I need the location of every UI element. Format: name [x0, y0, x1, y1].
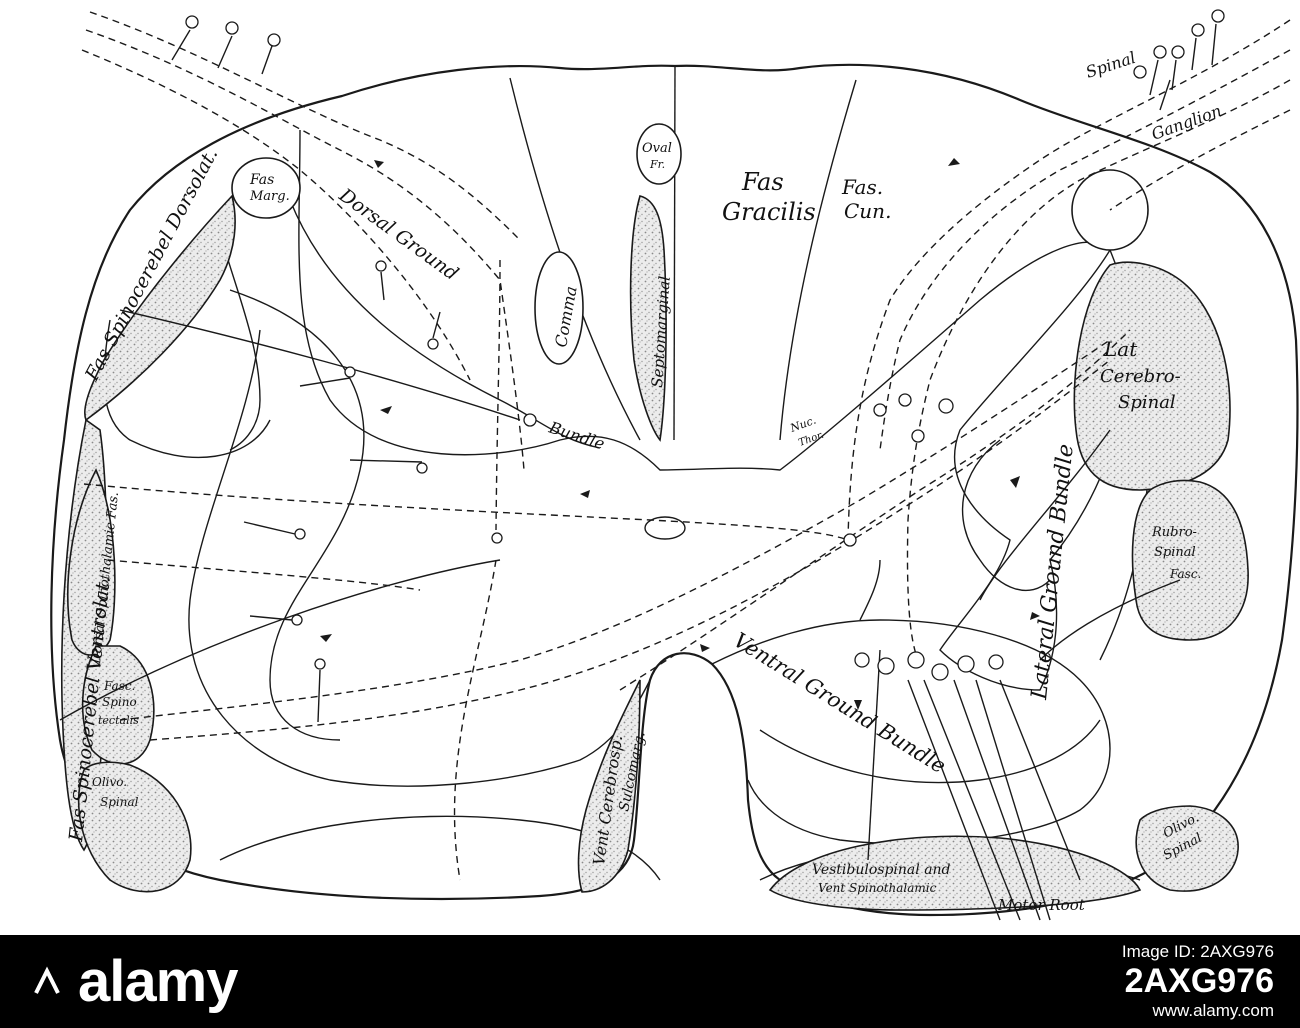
tract-olivospinal-left [77, 761, 192, 893]
label-fas-cun-2: Cun. [844, 199, 891, 223]
label-oval-2: Fr. [649, 158, 665, 171]
label-lat-cerebro-3: Spinal [1118, 392, 1176, 413]
dashed-fibres [81, 11, 1291, 881]
fas-gracilis-border-left [509, 77, 641, 441]
tract-vent-cerebrosp [577, 679, 641, 893]
label-fas-gracilis-2: Gracilis [722, 198, 816, 226]
interneurons [243, 260, 1004, 723]
label-ganglion: Ganglion [1149, 101, 1224, 144]
gray-matter-left-ventral [229, 289, 365, 741]
label-lat-cerebro-1: Lat [1103, 337, 1138, 361]
central-canal [644, 516, 686, 540]
tract-septomarginal [629, 195, 667, 442]
ganglion-neurons-left [171, 15, 281, 75]
site-url: www.alamy.com [1152, 1001, 1274, 1021]
label-spinal: Spinal [1083, 48, 1138, 82]
label-bundle-dorsal: Bundle [546, 417, 607, 453]
gray-matter-outline [298, 129, 1131, 691]
label-rubro-1: Rubro- [1151, 525, 1197, 540]
tract-vestibulospinal [768, 835, 1142, 911]
gray-matter-left-body [188, 329, 651, 787]
label-spinotectalis-3: tectalis [98, 714, 139, 727]
dorsal-median-septum [673, 65, 676, 441]
label-fas-marg-1: Fas [249, 172, 274, 188]
label-motor-root: Motor Root [997, 896, 1086, 914]
label-olivo-left-2: Spinal [100, 795, 139, 809]
label-vestibulospinal: Vestibulospinal and [812, 862, 951, 878]
label-olivo-left-1: Olivo. [92, 775, 127, 789]
gray-matter-right-ventral [711, 619, 1111, 845]
right-lateral-inner [961, 439, 1051, 591]
fas-cuneatus-border-right [779, 79, 857, 441]
label-spinotectalis-1: Fasc. [103, 679, 135, 693]
white-matter-border-left [224, 249, 261, 451]
label-spinotectalis-2: Spino [102, 695, 137, 709]
brand: alamy [30, 948, 238, 1014]
tract-oval-field [636, 123, 682, 185]
tract-rubrospinal [1131, 479, 1249, 641]
spinal-cord-diagram: Spinal Ganglion Fas Gracilis Fas. Cun. O… [50, 9, 1299, 921]
label-fas-gracilis-1: Fas [741, 168, 784, 196]
label-lat-cerebro-2: Cerebro- [1100, 366, 1181, 387]
image-id-block: Image ID: 2AXG976 2AXG976 www.alamy.com [1122, 942, 1274, 1020]
ganglion-neurons-right [1133, 9, 1225, 111]
tract-comma [534, 251, 584, 365]
tract-olivospinal-right [1135, 805, 1239, 892]
tract-dorsal-spinothalamic [67, 468, 116, 656]
label-vent-spinothalamic: Vent Spinothalamic [818, 881, 937, 895]
label-fas-marg-2: Marg. [249, 189, 290, 204]
label-lateral-ground: Lateral Ground Bundle [1027, 443, 1079, 702]
alamy-logo-icon [34, 966, 60, 994]
gray-matter-left-dorsal-horn [289, 199, 601, 449]
label-rubro-3: Fasc. [1169, 567, 1201, 581]
image-id-value: 2AXG976 [1124, 961, 1274, 1000]
brand-logo-text: alamy [78, 948, 238, 1014]
label-oval-1: Oval [642, 141, 672, 156]
label-rubro-2: Spinal [1154, 545, 1196, 560]
image-id-label: Image ID: 2AXG976 [1121, 942, 1274, 962]
fibre-arrows [320, 158, 1040, 710]
solid-fibres [59, 309, 1181, 921]
watermark-bar: alamy Image ID: 2AXG976 2AXG976 www.alam… [0, 935, 1300, 1028]
label-fas-cun-1: Fas. [841, 175, 883, 199]
tract-fas-marg [231, 157, 301, 219]
